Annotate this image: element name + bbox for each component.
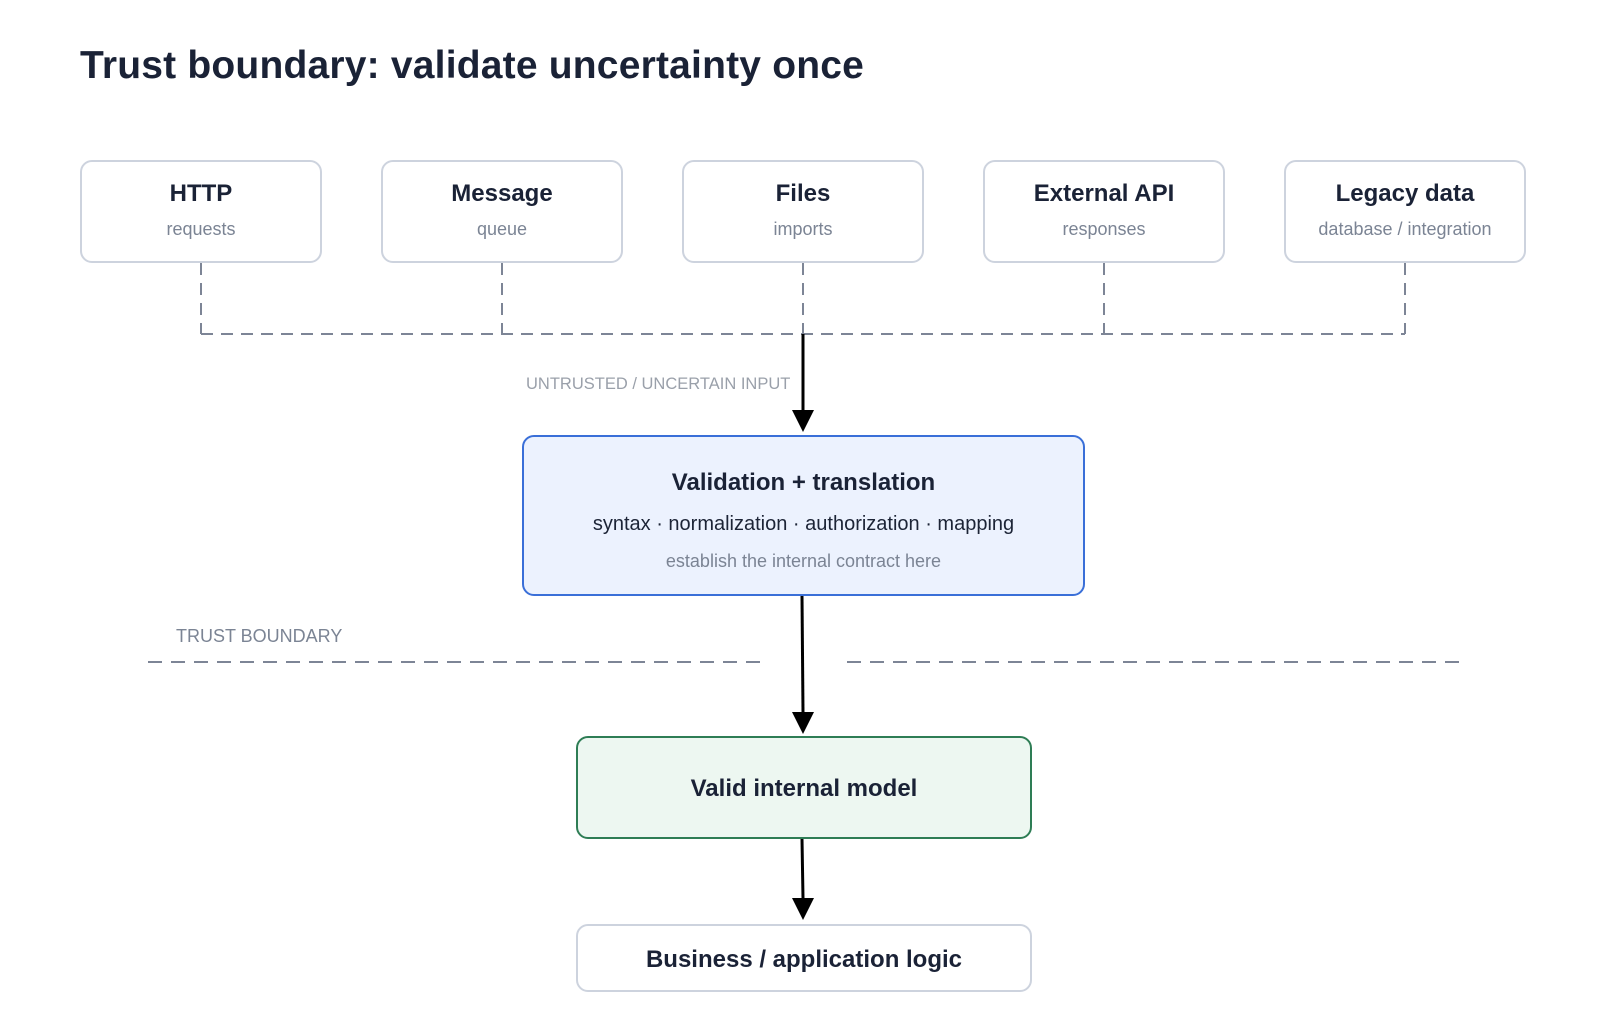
source-name: Message — [451, 180, 553, 207]
source-connectors — [200, 263, 1406, 335]
page-title: Trust boundary: validate uncertainty onc… — [80, 44, 865, 87]
validation-steps: syntax · normalization · authorization ·… — [592, 513, 1015, 535]
source-name: HTTP — [169, 180, 233, 207]
flow-arrows — [792, 334, 814, 920]
internal-model-title: Valid internal model — [690, 775, 918, 802]
validation-box: Validation + translation syntax · normal… — [522, 435, 1085, 596]
validation-note: establish the internal contract here — [665, 551, 942, 571]
trust-boundary-label: TRUST BOUNDARY — [176, 626, 343, 646]
arrow-to-validation-head — [792, 410, 814, 432]
business-logic-box: Business / application logic — [576, 924, 1032, 992]
source-files: Files imports — [682, 160, 924, 263]
arrow-to-logic-head — [792, 898, 814, 920]
arrow-to-logic — [800, 838, 805, 899]
source-message: Message queue — [381, 160, 623, 263]
internal-model-box: Valid internal model — [576, 736, 1032, 839]
business-logic-title: Business / application logic — [645, 946, 963, 973]
source-name: Legacy data — [1335, 180, 1475, 207]
source-name: External API — [1033, 180, 1175, 207]
source-subtitle: responses — [1062, 219, 1146, 239]
source-subtitle: database / integration — [1318, 219, 1492, 239]
arrow-to-model — [800, 595, 805, 713]
source-external-api: External API responses — [983, 160, 1225, 263]
source-http: HTTP requests — [80, 160, 322, 263]
arrow-to-model-head — [792, 712, 814, 734]
source-legacy-data: Legacy data database / integration — [1284, 160, 1526, 263]
source-name: Files — [775, 180, 831, 207]
source-subtitle: requests — [166, 219, 236, 239]
source-subtitle: imports — [773, 219, 833, 239]
validation-title: Validation + translation — [671, 469, 936, 496]
untrusted-input-label: UNTRUSTED / UNCERTAIN INPUT — [526, 375, 791, 393]
source-subtitle: queue — [476, 219, 528, 239]
